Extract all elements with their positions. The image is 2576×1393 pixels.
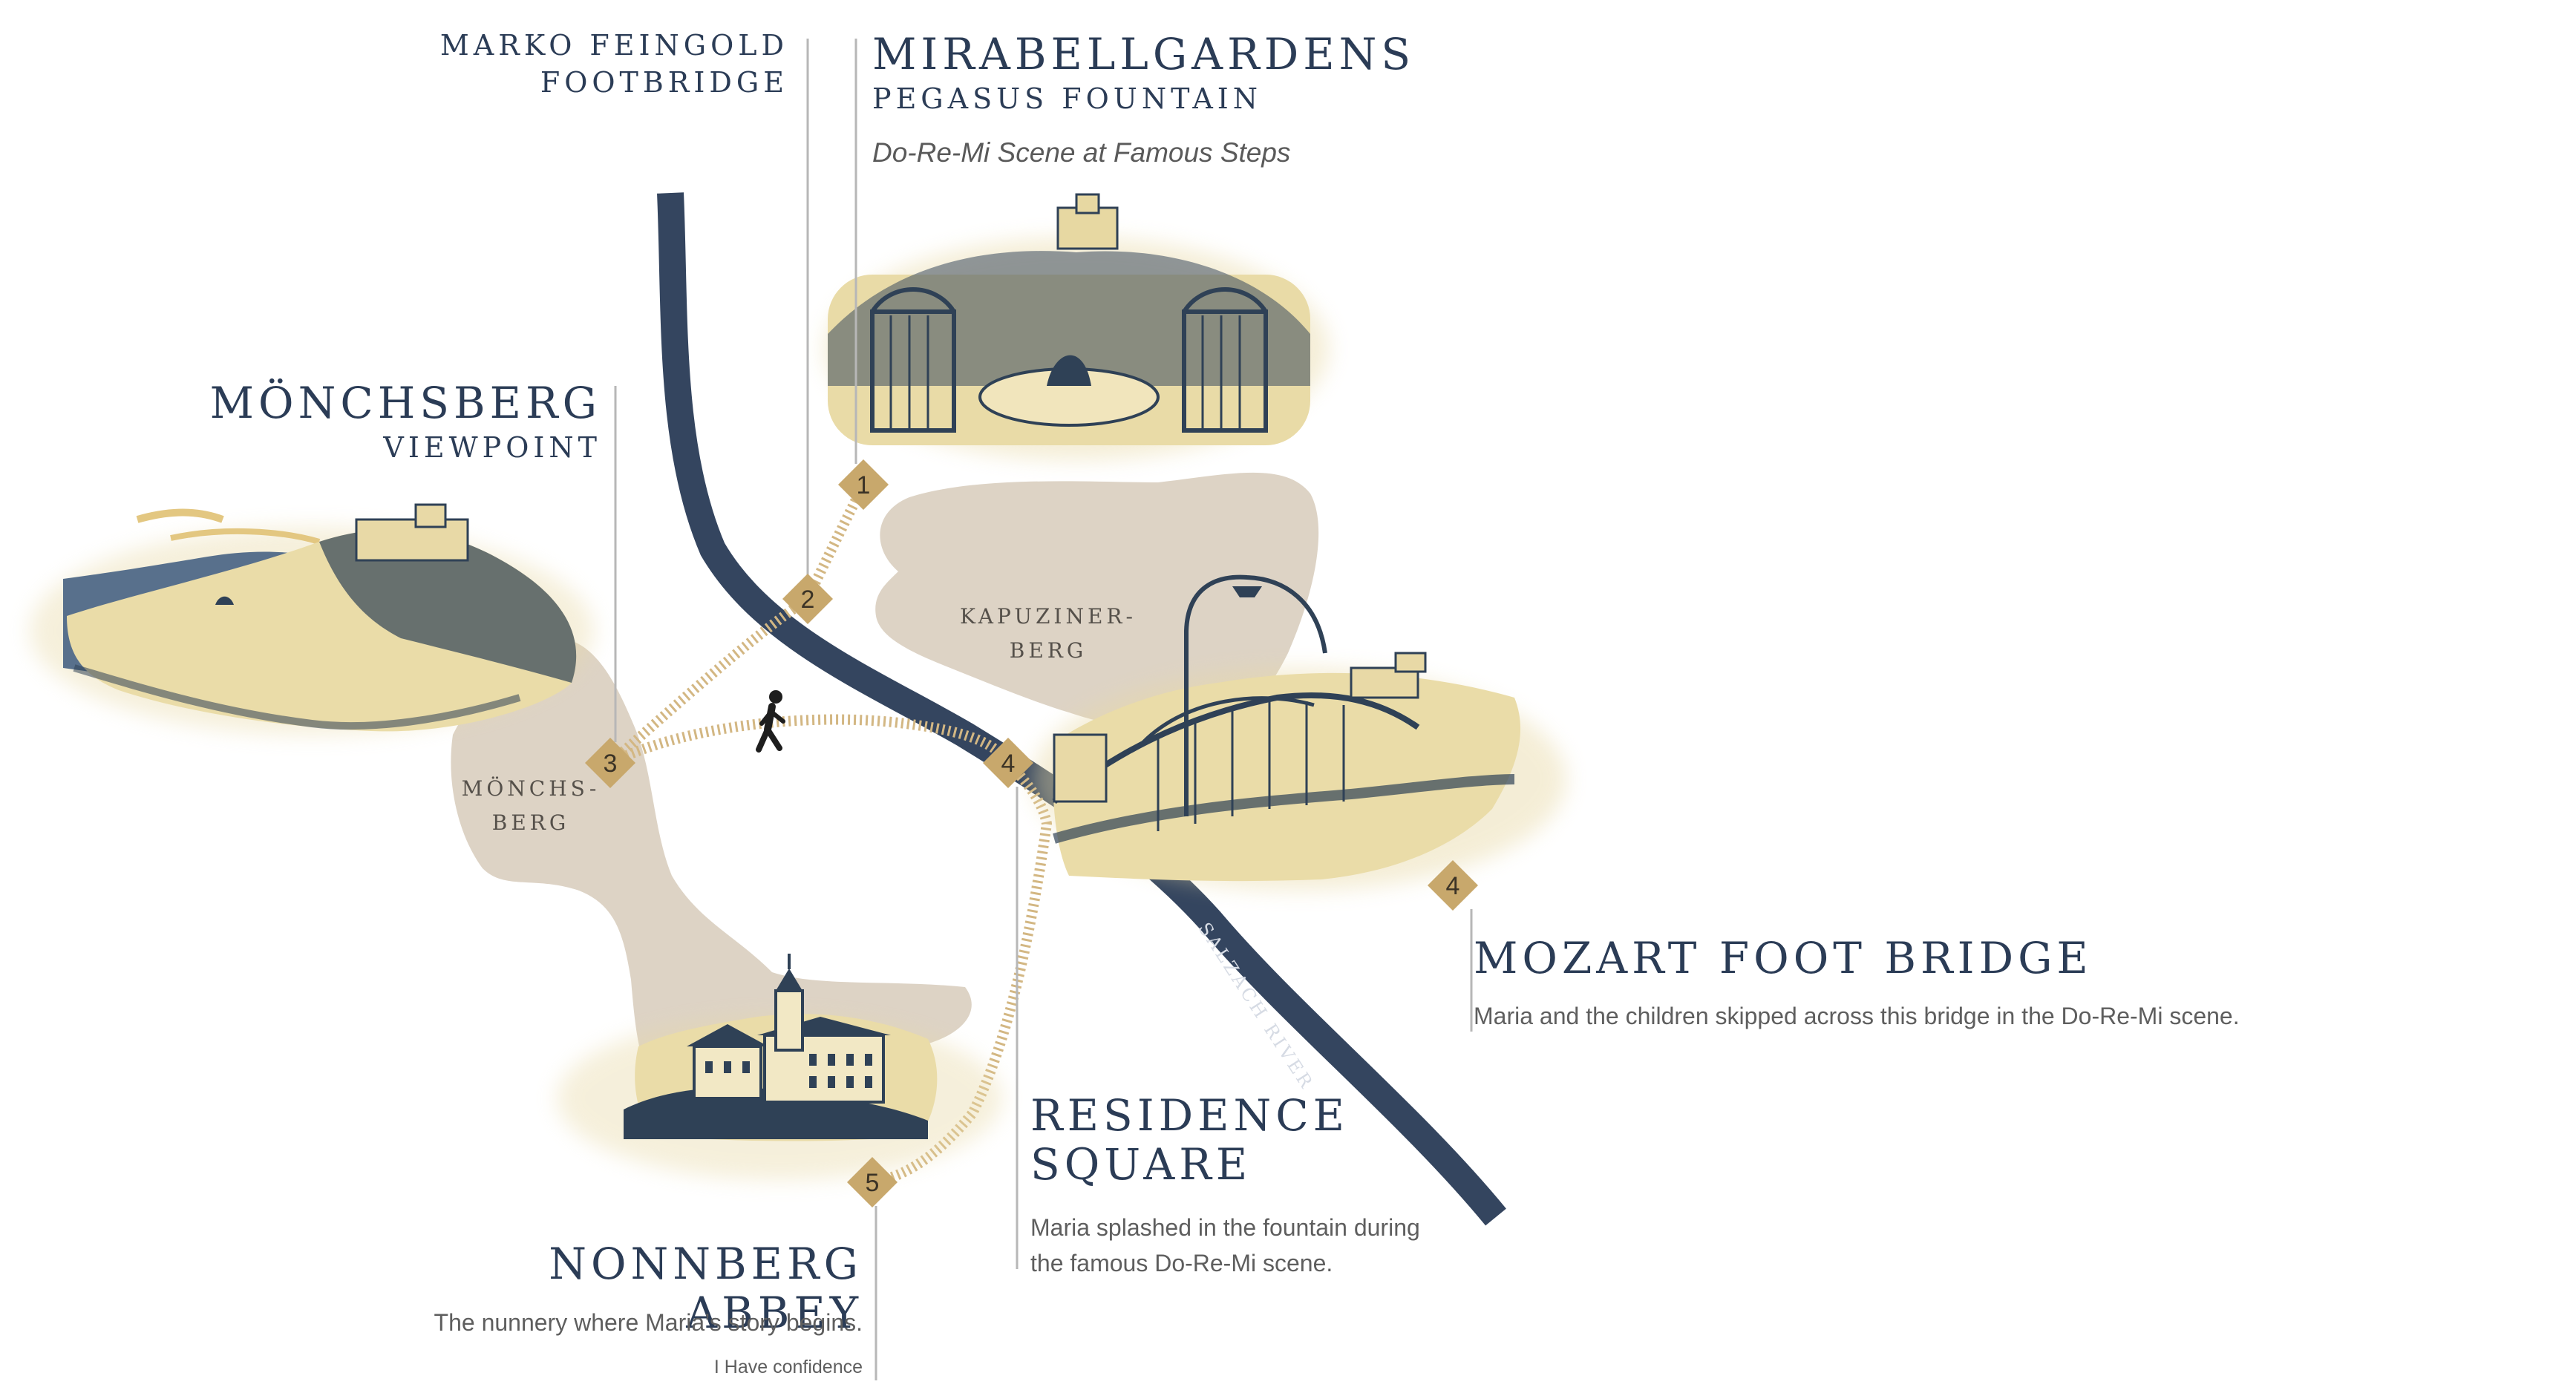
salzach-river	[657, 192, 1506, 1226]
stop-marker-1: 1	[838, 459, 889, 510]
number-marker-icon	[782, 574, 833, 624]
viewpoint-subtitle: VIEWPOINT	[383, 431, 601, 464]
walking-person-icon	[756, 690, 785, 753]
mirabell-gardens-illustration	[824, 193, 1329, 460]
stop-number: 2	[801, 586, 815, 614]
number-marker-icon	[847, 1157, 898, 1207]
nonnberg-abbey-description: The nunnery where Maria’s story begins.	[434, 1309, 863, 1336]
stop-marker-3: 3	[585, 738, 635, 788]
nonnberg-abbey-illustration	[557, 954, 1002, 1180]
mirabell-gardens-title: MIRABELLGARDENS	[872, 29, 1416, 79]
pegasus-fountain-subtitle: PEGASUS FOUNTAIN	[872, 82, 1263, 115]
moenchsberg-hill	[451, 638, 972, 1085]
stop-marker-5: 4	[983, 738, 1033, 788]
moenchsberg-viewpoint-illustration	[30, 503, 594, 735]
nonnberg-abbey-caption: I Have confidence	[713, 1357, 863, 1377]
stop-number: 4	[1446, 872, 1460, 900]
mozart-foot-bridge-illustration	[1032, 574, 1566, 891]
stop-marker-2: 2	[782, 574, 833, 624]
stop-marker-6: 5	[847, 1157, 898, 1207]
callout-leader-lines	[614, 39, 1473, 1380]
stop-number: 3	[604, 750, 618, 778]
residence-square-description: Maria splashed in the fountain during th…	[1030, 1214, 1420, 1276]
stop-number: 5	[866, 1169, 880, 1197]
marko-feingold-footbridge-title: MARKO FEINGOLD FOOTBRIDGE	[439, 29, 788, 99]
moenchsberg-title: MÖNCHSBERG	[209, 378, 601, 428]
residence-square-title: RESIDENCE SQUARE	[1030, 1090, 1349, 1190]
moenchsberg-label: MÖNCHS- BERG	[461, 776, 601, 835]
mozart-foot-bridge-title: MOZART FOOT BRIDGE	[1474, 933, 2093, 983]
stop-number: 4	[1001, 750, 1016, 778]
kapuzinerberg-hill	[875, 472, 1319, 732]
nonnberg-abbey-title: NONNBERG ABBEY	[549, 1239, 863, 1338]
number-marker-icon	[838, 459, 889, 510]
stop-marker-4: 4	[1428, 860, 1478, 911]
number-marker-icon	[585, 738, 635, 788]
number-marker-icon	[1428, 860, 1478, 911]
kapuzinerberg-label: KAPUZINER- BERG	[960, 604, 1137, 663]
mozart-foot-bridge-description: Maria and the children skipped across th…	[1474, 1003, 2240, 1029]
stop-number: 1	[857, 471, 871, 499]
do-re-mi-steps-note: Do-Re-Mi Scene at Famous Steps	[872, 137, 1291, 168]
stop-markers: 1 2 3 4 4 5	[585, 459, 1478, 1207]
number-marker-icon	[983, 738, 1033, 788]
